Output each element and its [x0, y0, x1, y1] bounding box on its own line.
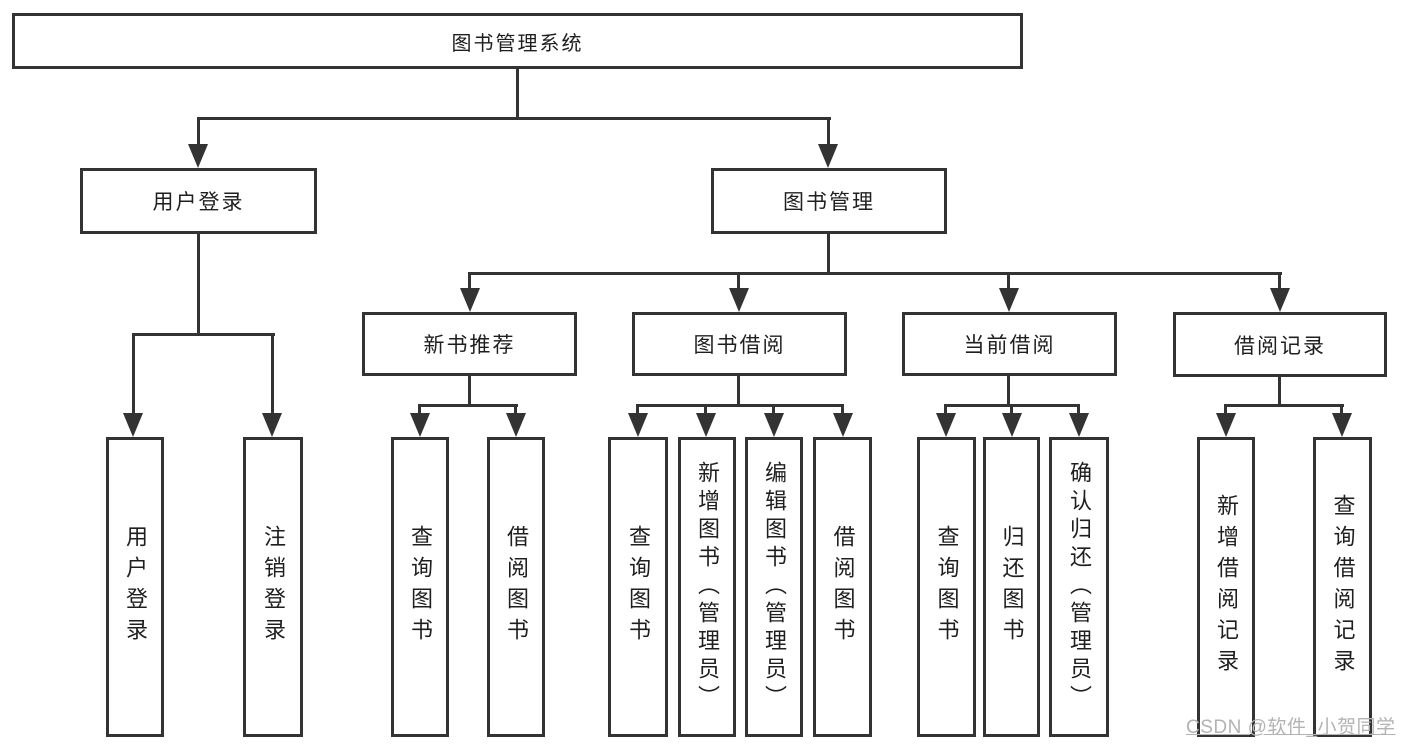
arrowhead-borrow-records-icon	[1270, 288, 1290, 312]
connector-stem-bb-query	[636, 404, 639, 417]
arrowhead-book-borrow-icon	[729, 288, 749, 312]
node-br-add-record-label: 新增借阅记录	[1214, 494, 1239, 680]
node-borrow-records: 借阅记录	[1173, 312, 1387, 377]
arrowhead-cb-query-icon	[936, 413, 956, 437]
node-root-system: 图书管理系统	[12, 13, 1023, 69]
arrowhead-new-book-rec-icon	[460, 288, 480, 312]
connector-stem-book-borrow	[737, 272, 740, 290]
node-bb-query-book-label: 查询图书	[626, 525, 651, 649]
node-borrow-records-label: 借阅记录	[1234, 334, 1326, 358]
arrowhead-nbr-query-icon	[410, 413, 430, 437]
connector-root-trunk	[516, 68, 519, 120]
connector-cb-trunk	[1007, 376, 1010, 407]
node-login-user: 用户登录	[106, 437, 164, 737]
node-login-logout-label: 注销登录	[261, 525, 286, 649]
node-bb-edit-book: 编辑图书（管理员）	[745, 437, 803, 737]
node-book-borrow-label: 图书借阅	[693, 334, 786, 357]
node-book-mgmt: 图书管理	[711, 168, 947, 234]
arrowhead-br-query-icon	[1332, 413, 1352, 437]
node-nbr-borrow-book: 借阅图书	[487, 437, 545, 737]
connector-stem-nbr-query	[418, 404, 421, 417]
arrowhead-current-borrow-icon	[999, 288, 1019, 312]
connector-bb-trunk	[737, 376, 740, 407]
arrowhead-bb-borrow-icon	[833, 413, 853, 437]
arrowhead-br-add-icon	[1216, 413, 1236, 437]
connector-stem-bb-add	[704, 404, 707, 417]
node-user-login-label: 用户登录	[152, 191, 245, 214]
connector-br-branch	[1224, 404, 1344, 407]
connector-nbr-branch	[418, 404, 518, 407]
connector-stem-cb-query	[944, 404, 947, 417]
connector-stem-nbr-borrow	[514, 404, 517, 417]
connector-stem-new-book-rec	[468, 272, 471, 290]
arrowhead-nbr-borrow-icon	[506, 413, 526, 437]
connector-stem-login-user	[132, 333, 135, 415]
node-new-book-rec-label: 新书推荐	[423, 334, 516, 357]
node-br-query-record-label: 查询借阅记录	[1330, 494, 1356, 680]
watermark: CSDN @软件_小贺同学	[1186, 717, 1396, 738]
node-bb-add-book: 新增图书（管理员）	[678, 437, 736, 737]
node-current-borrow-label: 当前借阅	[963, 334, 1056, 357]
connector-stem-borrow-records	[1278, 272, 1281, 290]
connector-stem-user-login	[197, 117, 200, 147]
arrowhead-cb-confirm-icon	[1069, 413, 1089, 437]
arrowhead-bb-query-icon	[628, 413, 648, 437]
node-nbr-query-book: 查询图书	[391, 437, 449, 737]
node-root-label: 图书管理系统	[451, 32, 584, 55]
node-bb-borrow-book: 借阅图书	[813, 437, 872, 737]
node-cb-query-book: 查询图书	[917, 437, 976, 737]
connector-level3-branch	[468, 272, 1282, 275]
node-bb-edit-book-label: 编辑图书（管理员）	[762, 461, 787, 713]
node-login-logout: 注销登录	[243, 437, 303, 737]
node-cb-return-book: 归还图书	[983, 437, 1040, 737]
arrowhead-login-user-icon	[123, 413, 143, 437]
arrowhead-book-mgmt-icon	[818, 144, 838, 168]
node-nbr-borrow-book-label: 借阅图书	[504, 525, 529, 649]
connector-br-trunk	[1278, 376, 1281, 407]
connector-stem-book-mgmt	[827, 117, 830, 147]
connector-book-mgmt-trunk	[827, 233, 830, 274]
connector-stem-cb-confirm	[1077, 404, 1080, 417]
connector-user-login-branch	[132, 333, 275, 336]
connector-stem-current-borrow	[1007, 272, 1010, 290]
node-cb-confirm-return: 确认归还（管理员）	[1049, 437, 1109, 737]
node-nbr-query-book-label: 查询图书	[408, 525, 433, 649]
connector-user-login-trunk	[197, 233, 200, 336]
node-br-add-record: 新增借阅记录	[1197, 437, 1255, 737]
node-book-mgmt-label: 图书管理	[783, 191, 875, 214]
node-bb-borrow-book-label: 借阅图书	[830, 525, 856, 649]
arrowhead-bb-add-icon	[696, 413, 716, 437]
node-cb-return-book-label: 归还图书	[999, 525, 1025, 649]
connector-stem-br-query	[1340, 404, 1343, 417]
node-cb-query-book-label: 查询图书	[934, 525, 960, 649]
node-br-query-record: 查询借阅记录	[1313, 437, 1372, 737]
connector-level2-branch	[197, 117, 831, 120]
connector-stem-bb-edit	[772, 404, 775, 417]
connector-stem-br-add	[1224, 404, 1227, 417]
node-bb-add-book-label: 新增图书（管理员）	[695, 461, 720, 713]
node-current-borrow: 当前借阅	[902, 312, 1117, 376]
arrowhead-bb-edit-icon	[764, 413, 784, 437]
arrowhead-cb-return-icon	[1002, 413, 1022, 437]
arrowhead-login-logout-icon	[262, 413, 282, 437]
node-user-login: 用户登录	[80, 168, 317, 234]
node-new-book-rec: 新书推荐	[362, 312, 577, 376]
connector-stem-cb-return	[1010, 404, 1013, 417]
connector-stem-bb-borrow	[841, 404, 844, 417]
arrowhead-user-login-icon	[188, 144, 208, 168]
connector-bb-branch	[636, 404, 844, 407]
node-login-user-label: 用户登录	[123, 525, 148, 649]
node-bb-query-book: 查询图书	[608, 437, 668, 737]
node-book-borrow: 图书借阅	[632, 312, 847, 376]
connector-nbr-trunk	[468, 376, 471, 407]
node-cb-confirm-return-label: 确认归还（管理员）	[1067, 461, 1092, 713]
connector-stem-login-logout	[271, 333, 274, 415]
